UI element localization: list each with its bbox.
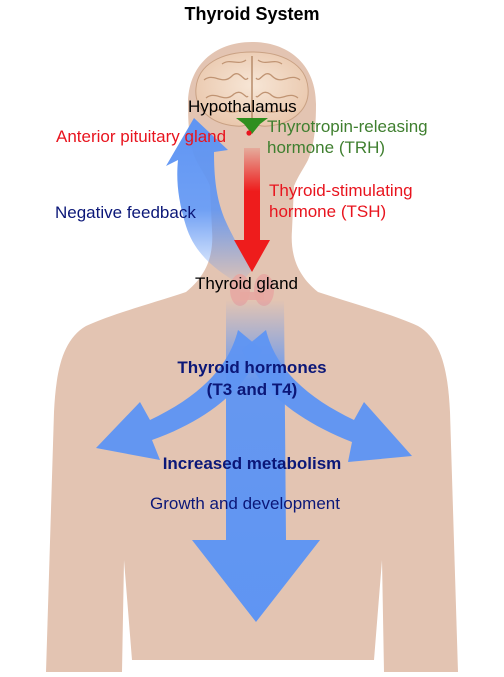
label-t3-t4: (T3 and T4) bbox=[206, 380, 298, 399]
hypothalamus-marker bbox=[236, 118, 268, 134]
label-tsh-line1: Thyroid-stimulating bbox=[269, 181, 413, 200]
label-negative-feedback: Negative feedback bbox=[55, 203, 196, 222]
label-trh-line2: hormone (TRH) bbox=[267, 138, 386, 157]
label-thyroid-gland: Thyroid gland bbox=[195, 274, 299, 293]
label-increased-metabolism: Increased metabolism bbox=[162, 454, 342, 473]
thyroid-gland-shape bbox=[230, 274, 274, 306]
hormone-arrow-left bbox=[96, 330, 262, 460]
label-growth-development: Growth and development bbox=[150, 494, 340, 513]
label-anterior-pituitary: Anterior pituitary gland bbox=[56, 127, 227, 146]
pituitary-dot bbox=[246, 130, 252, 136]
hormone-arrow-down bbox=[192, 300, 320, 622]
tsh-arrow bbox=[234, 148, 270, 272]
brain-illustration bbox=[195, 51, 309, 127]
label-tsh-line2: hormone (TSH) bbox=[269, 202, 387, 221]
label-hypothalamus: Hypothalamus bbox=[188, 97, 297, 116]
negative-feedback-arrow bbox=[166, 118, 252, 284]
label-thyroid-hormones: Thyroid hormones bbox=[177, 358, 327, 377]
hormone-arrow-right bbox=[242, 330, 412, 462]
diagram-title: Thyroid System bbox=[184, 4, 320, 24]
label-trh-line1: Thyrotropin-releasing bbox=[267, 117, 428, 136]
